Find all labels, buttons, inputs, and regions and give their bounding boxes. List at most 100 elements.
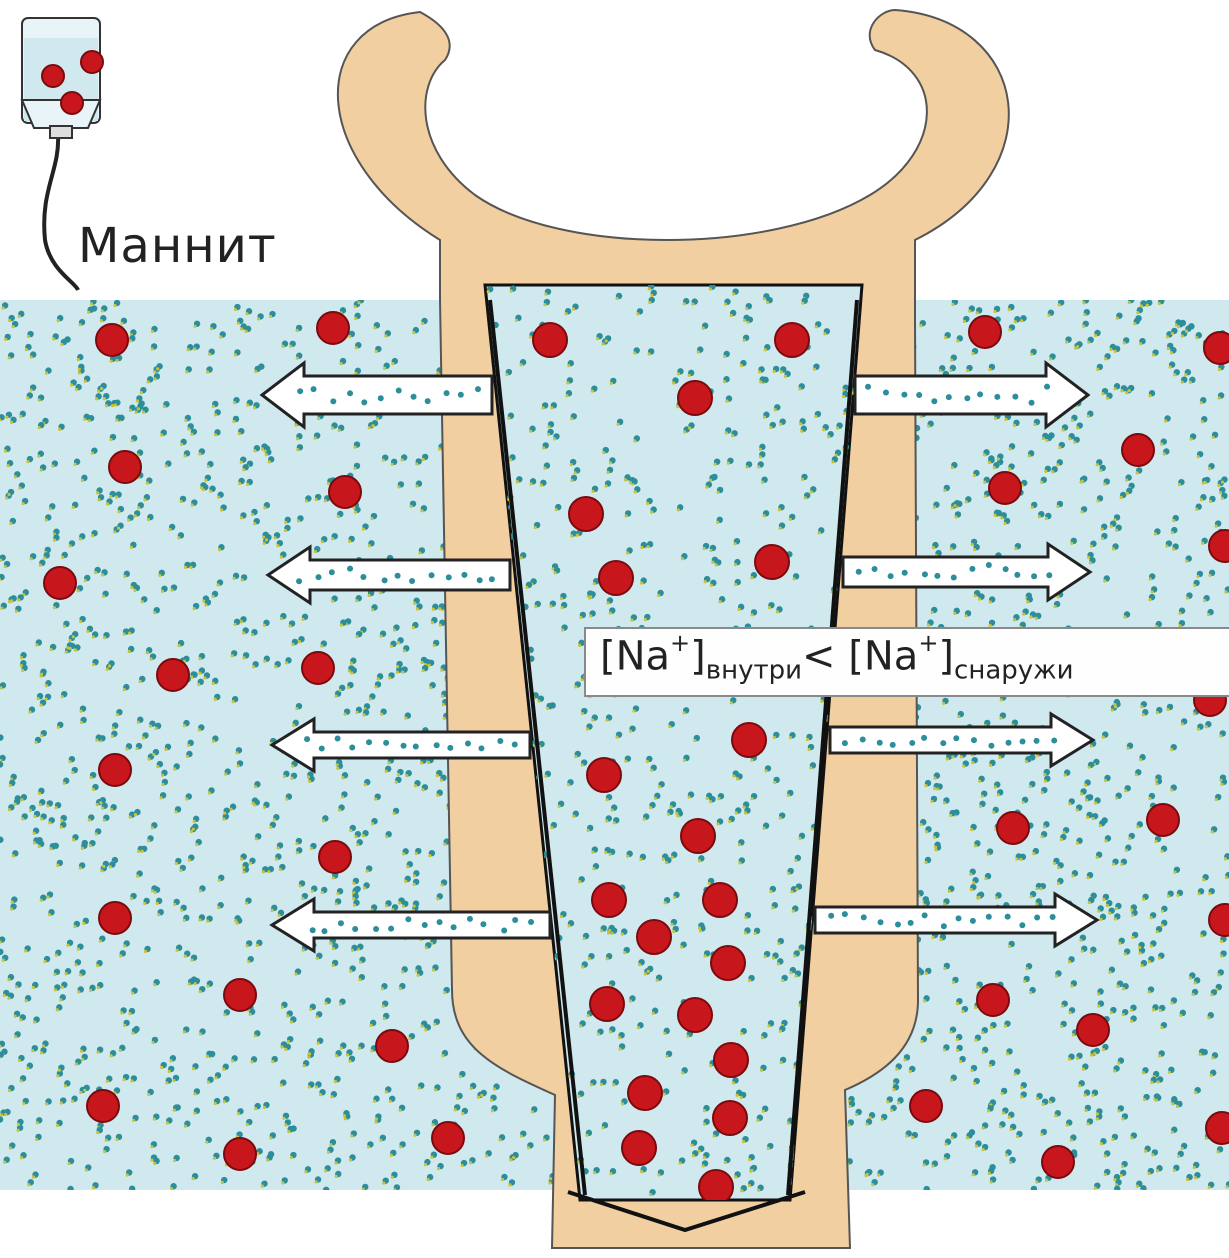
water-particle-shadow [1169,366,1172,369]
water-particle-shadow [100,869,103,872]
water-particle-shadow [90,302,93,305]
water-particle-shadow [199,990,202,993]
water-particle-shadow [1111,1138,1114,1141]
water-particle-shadow [136,874,139,877]
water-particle-shadow [1110,708,1113,711]
water-particle-shadow [263,449,266,452]
water-particle-shadow [438,447,441,450]
water-particle-shadow [355,599,358,602]
water-particle-shadow [1083,313,1086,316]
water-particle-shadow [242,468,245,471]
water-particle-shadow [265,453,268,456]
water-particle-shadow [943,1048,946,1051]
water-particle-shadow [72,506,75,509]
water-particle-shadow [1071,419,1074,422]
water-particle-shadow [1051,470,1054,473]
water-particle-shadow [1094,801,1097,804]
water-particle-shadow [375,1117,378,1120]
water-particle-shadow [137,506,140,509]
water-particle-shadow [49,847,52,850]
water-particle-shadow [399,1109,402,1112]
water-particle-shadow [192,828,195,831]
water-particle-shadow [79,620,82,623]
water-particle-shadow [26,396,29,399]
water-particle-shadow [1201,420,1204,423]
water-particle-shadow [1128,837,1131,840]
water-particle-shadow [58,428,61,431]
water-particle-shadow [1217,973,1220,976]
water-particle-shadow [1084,1109,1087,1112]
water-particle-shadow [993,466,996,469]
water-particle-shadow [96,803,99,806]
water-particle-shadow [105,1139,108,1142]
water-particle-shadow [207,465,210,468]
water-particle-shadow [15,610,18,613]
water-particle-shadow [240,857,243,860]
water-particle-shadow [1104,357,1107,360]
water-particle-shadow [1029,615,1032,618]
water-particle-shadow [344,1117,347,1120]
water-particle-shadow [290,777,293,780]
water-particle-shadow [368,426,371,429]
water-particle-shadow [1090,545,1093,548]
water-particle-shadow [1006,1052,1009,1055]
water-particle-shadow [383,1017,386,1020]
water-particle-shadow [246,404,249,407]
water-particle-shadow [903,1058,906,1061]
water-particle-shadow [206,985,209,988]
water-particle-shadow [334,1161,337,1164]
water-particle-shadow [310,847,313,850]
water-particle-shadow [981,795,984,798]
water-particle-shadow [314,1180,317,1183]
water-particle-shadow [155,727,158,730]
water-particle-shadow [1057,882,1060,885]
water-particle-shadow [434,1088,437,1091]
water-particle-shadow [855,1113,858,1116]
water-particle-shadow [288,624,291,627]
water-particle-shadow [436,774,439,777]
water-particle-shadow [0,1113,3,1116]
water-particle-shadow [422,669,425,672]
water-particle-shadow [359,961,362,964]
water-particle-shadow [12,325,15,328]
water-particle-shadow [438,607,441,610]
water-particle-shadow [224,773,227,776]
water-particle-shadow [396,671,399,674]
water-particle-shadow [246,483,249,486]
water-particle-shadow [353,904,356,907]
water-particle-shadow [424,1163,427,1166]
water-particle-shadow [972,881,975,884]
water-particle-shadow [22,1102,25,1105]
water-particle-shadow [234,919,237,922]
water-particle-shadow [280,617,283,620]
water-particle-shadow [1164,419,1167,422]
water-particle-shadow [1041,791,1044,794]
water-particle-shadow [512,1156,515,1159]
water-particle-shadow [39,564,42,567]
water-particle-shadow [1207,613,1210,616]
water-particle-shadow [1070,1139,1073,1142]
water-particle-shadow [198,672,201,675]
water-particle-shadow [1035,617,1038,620]
water-particle-shadow [263,542,266,545]
water-particle-shadow [117,510,120,513]
water-particle-shadow [1102,898,1105,901]
water-particle-shadow [1066,1124,1069,1127]
water-particle-shadow [377,677,380,680]
water-particle-shadow [427,761,430,764]
water-particle-shadow [939,369,942,372]
water-particle-shadow [391,1176,394,1179]
water-particle-shadow [193,325,196,328]
water-particle-shadow [456,1097,459,1100]
water-particle-shadow [1085,798,1088,801]
water-particle-shadow [86,630,89,633]
water-particle-shadow [242,866,245,869]
water-particle-shadow [1125,478,1128,481]
water-particle-shadow [1055,974,1058,977]
water-particle-shadow [399,1145,402,1148]
water-particle-shadow [144,950,147,953]
water-particle-shadow [147,380,150,383]
water-particle-shadow [443,717,446,720]
water-particle-shadow [153,1162,156,1165]
water-particle-shadow [261,1185,264,1188]
